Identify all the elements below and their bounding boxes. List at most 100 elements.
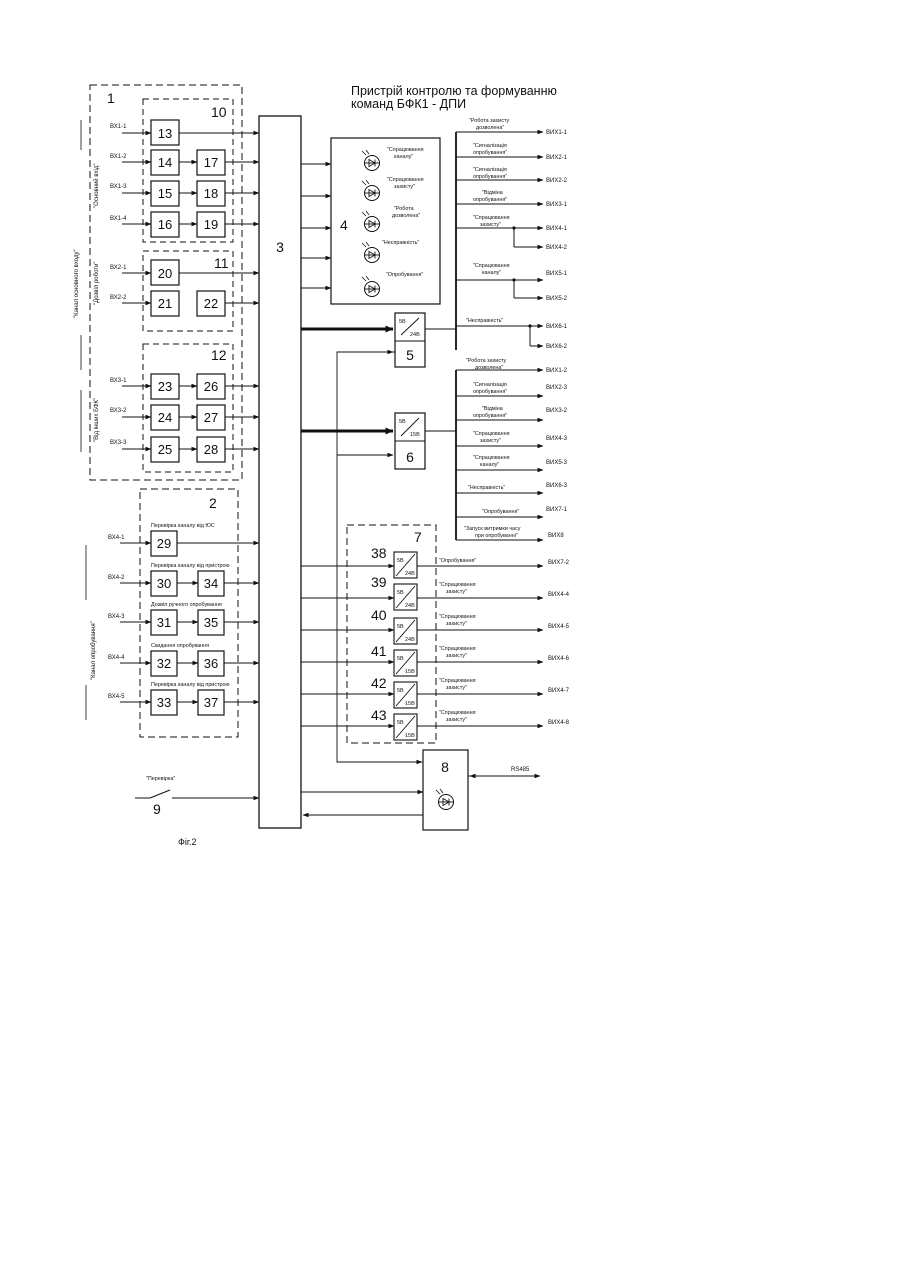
label-from-other-bfk: "Від інших БФК" <box>94 398 100 442</box>
diagram-title-line1: Пристрій контролю та формуванню <box>351 84 557 98</box>
out-mid-3-line1: "Відміна <box>482 406 503 412</box>
out-mid-7-label: "Опробування" <box>482 509 519 515</box>
indicator-5: "Опробування" <box>386 272 423 278</box>
out-mid-4-line2: захисту" <box>480 438 501 444</box>
out-vyx7-2: ВИХ7-2 <box>548 560 570 566</box>
out-mid-5-line1: "Спрацювання <box>473 455 510 461</box>
out-top-2-line2: опробування" <box>473 150 507 156</box>
out-vyx5-3: ВИХ5-3 <box>546 460 568 466</box>
block-17-label: 17 <box>204 155 218 170</box>
converter-5-in: 5В <box>399 319 406 325</box>
out-mid-5-line2: каналу" <box>480 462 499 468</box>
out-top-2-line1: "Сигналізація <box>473 143 507 149</box>
rs485-label: RS485 <box>511 767 530 773</box>
block-37-label: 37 <box>204 695 218 710</box>
input-vx1-4: ВХ1-4 <box>110 216 127 222</box>
input-vx4-4: ВХ4-4 <box>108 655 125 661</box>
converter-38-out: 24В <box>405 571 415 577</box>
out-top-1-line2: дозволена" <box>476 125 504 131</box>
out-bot-6-line2: захисту" <box>446 717 467 723</box>
central-block-3-label: 3 <box>276 239 284 255</box>
out-bot-4-line2: захисту" <box>446 653 467 659</box>
input-vx1-3: ВХ1-3 <box>110 184 127 190</box>
out-mid-1-line1: "Робота захисту <box>466 358 507 364</box>
block-15-label: 15 <box>158 186 172 201</box>
input-vx3-2: ВХ3-2 <box>110 408 127 414</box>
input-vx4-3: ВХ4-3 <box>108 614 125 620</box>
out-vyx5-2: ВИХ5-2 <box>546 296 568 302</box>
block-35-label: 35 <box>204 615 218 630</box>
out-mid-2-line2: опробування" <box>473 389 507 395</box>
out-vyx6-3: ВИХ6-3 <box>546 483 568 489</box>
indicator-1-line2: каналу" <box>394 154 413 160</box>
block-29-label: 29 <box>157 536 171 551</box>
figure-caption: Фіг.2 <box>178 837 197 847</box>
indicator-1-line1: "Спрацювання <box>387 147 424 153</box>
block-33-label: 33 <box>157 695 171 710</box>
label-test-channel: "Канал опробування" <box>91 621 97 680</box>
input-vx1-1: ВХ1-1 <box>110 124 127 130</box>
input-vx1-2: ВХ1-2 <box>110 154 127 160</box>
label-29: Перевірка каналу від ЮС <box>151 523 215 529</box>
out-vyx4-4: ВИХ4-4 <box>548 592 570 598</box>
out-vyx5-1: ВИХ5-1 <box>546 271 568 277</box>
out-mid-2-line1: "Сигналізація <box>473 382 507 388</box>
block-31-label: 31 <box>157 615 171 630</box>
out-bot-5-line2: захисту" <box>446 685 467 691</box>
out-vyx3-1: ВИХ3-1 <box>546 202 568 208</box>
block-41-label: 41 <box>371 643 387 659</box>
block-43-label: 43 <box>371 707 387 723</box>
out-vyx4-5: ВИХ4-5 <box>548 624 570 630</box>
converter-43-in: 5В <box>397 720 404 726</box>
block-42-label: 42 <box>371 675 387 691</box>
out-vyx4-7: ВИХ4-7 <box>548 688 570 694</box>
block-14-label: 14 <box>158 155 172 170</box>
out-vyx1-2: ВИХ1-2 <box>546 368 568 374</box>
interface-block-8-label: 8 <box>441 759 449 775</box>
out-vyx4-2: ВИХ4-2 <box>546 245 568 251</box>
block-23-label: 23 <box>158 379 172 394</box>
switch-9-caption: "Перевірка" <box>146 776 175 782</box>
out-top-3-line2: опробування" <box>473 174 507 180</box>
central-block-3 <box>259 116 301 828</box>
out-top-5-line1: "Спрацювання <box>473 215 510 221</box>
subgroup-10-label: 10 <box>211 104 227 120</box>
converter-38-in: 5В <box>397 558 404 564</box>
out-vyx4-8: ВИХ4-8 <box>548 720 570 726</box>
label-work-permit: "Дозвіл роботи" <box>94 261 100 305</box>
diagram-title-line2: команд БФК1 - ДПИ <box>351 97 466 111</box>
out-top-3-line1: "Сигналізація <box>473 167 507 173</box>
out-bot-6-line1: "Спрацювання <box>439 710 476 716</box>
block-13-label: 13 <box>158 126 172 141</box>
out-vyx1-1: ВИХ1-1 <box>546 130 568 136</box>
input-vx4-1: ВХ4-1 <box>108 535 125 541</box>
out-top-1-line1: "Робота захисту <box>469 118 510 124</box>
block-24-label: 24 <box>158 410 172 425</box>
converter-39-out: 24В <box>405 603 415 609</box>
out-mid-3-line2: опробування" <box>473 413 507 419</box>
out-vyx6-2: ВИХ6-2 <box>546 344 568 350</box>
block-36-label: 36 <box>204 656 218 671</box>
out-top-7-line1: "Спрацювання <box>473 263 510 269</box>
block-16-label: 16 <box>158 217 172 232</box>
converter-5-out: 24В <box>410 332 420 338</box>
group-1-label: 1 <box>107 90 115 106</box>
out-vyx2-1: ВИХ2-1 <box>546 155 568 161</box>
converter-40-in: 5В <box>397 624 404 630</box>
input-vx4-2: ВХ4-2 <box>108 575 125 581</box>
converter-42-out: 15В <box>405 701 415 707</box>
block-34-label: 34 <box>204 576 218 591</box>
out-vyx2-2: ВИХ2-2 <box>546 178 568 184</box>
out-vyx7-1: ВИХ7-1 <box>546 507 568 513</box>
block-20-label: 20 <box>158 266 172 281</box>
block-30-label: 30 <box>157 576 171 591</box>
block-25-label: 25 <box>158 442 172 457</box>
out-top-4-line1: "Відміна <box>482 190 503 196</box>
out-top-7-line2: каналу" <box>482 270 501 276</box>
out-bot-2-line1: "Спрацювання <box>439 582 476 588</box>
out-mid-8-line2: при опробуванні" <box>475 533 518 539</box>
label-30: Перевірка каналу від пристрою <box>151 563 230 569</box>
block-18-label: 18 <box>204 186 218 201</box>
converter-39-in: 5В <box>397 590 404 596</box>
label-main-input: "Основний вхід" <box>93 164 100 208</box>
